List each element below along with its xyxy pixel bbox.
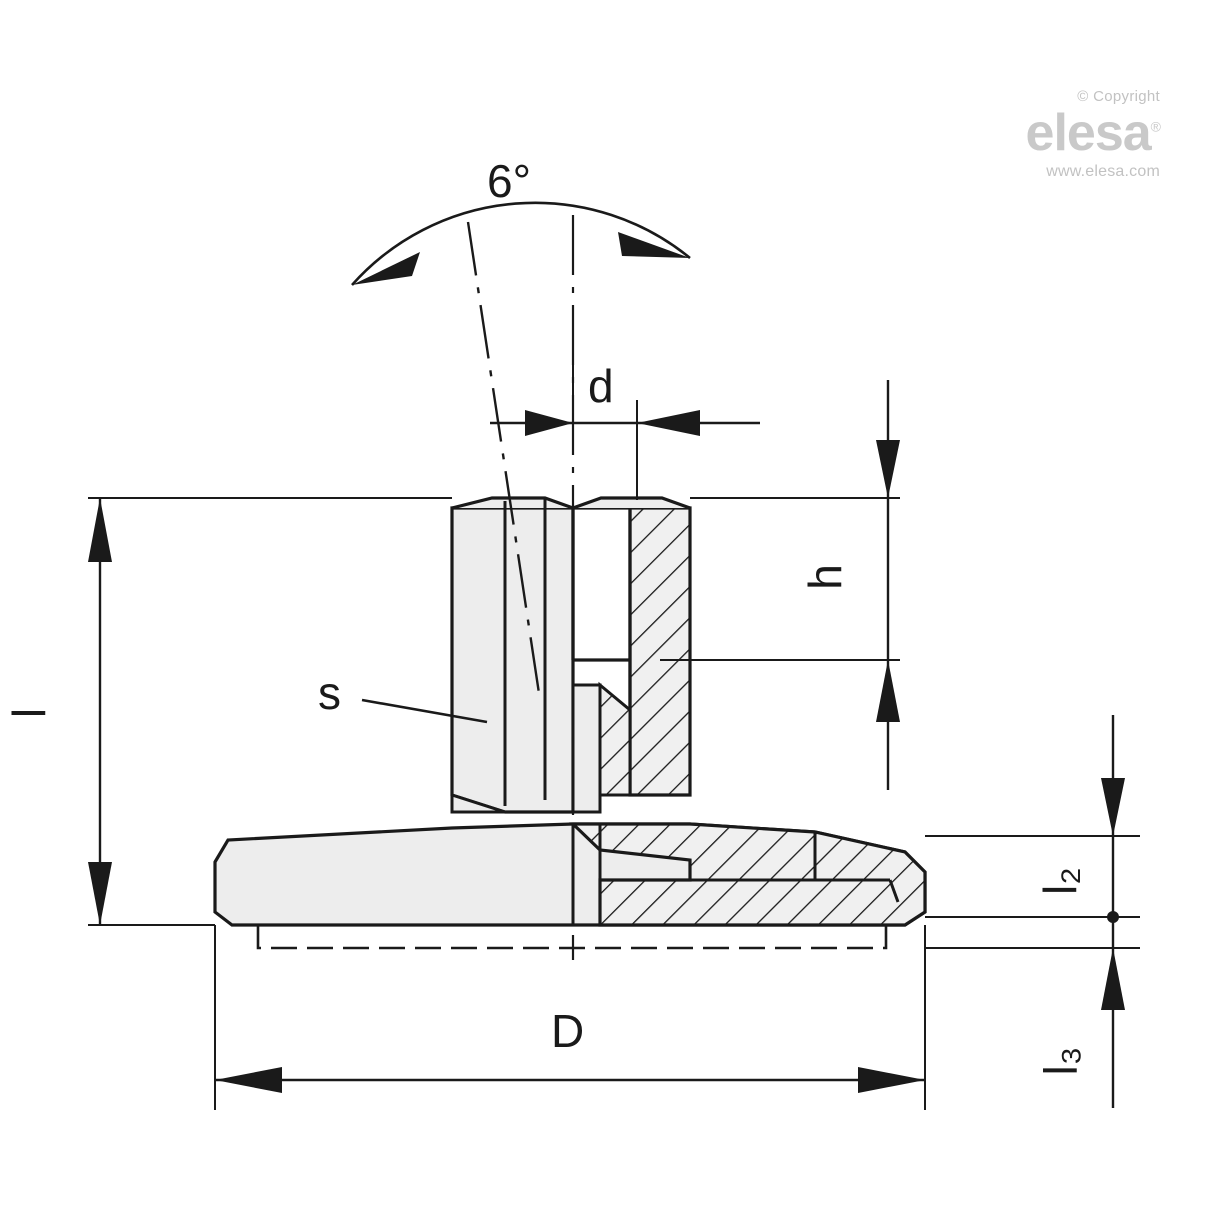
base-recess-edge: [888, 879, 900, 903]
dimension-label-l: l: [3, 707, 56, 719]
dimension-label-l3: l₃: [1034, 1046, 1087, 1076]
D-arrow-left: [215, 1067, 282, 1093]
h-arrow-bottom: [876, 660, 900, 722]
dimension-label-s: s: [318, 667, 341, 719]
d-arrow-right: [637, 410, 700, 436]
l-arrow-bottom: [88, 862, 112, 925]
angle-arc: [351, 201, 691, 286]
D-arrow-right: [858, 1067, 925, 1093]
brand-logo: elesa®: [1025, 104, 1162, 162]
dimension-label-h: h: [798, 564, 851, 590]
registered-mark: ®: [1150, 118, 1161, 135]
dimension-label-l2: l₂: [1034, 866, 1087, 896]
s-leader-line: [361, 698, 488, 724]
stud-left-profile: [450, 506, 575, 814]
angle-arrow-left: [352, 252, 420, 285]
brand-logo-text: elesa: [1025, 104, 1152, 162]
l-arrow-top: [88, 498, 112, 562]
brand-url: www.elesa.com: [1046, 163, 1160, 180]
l3-arrow: [1101, 948, 1125, 1010]
stud-top-right: [572, 496, 691, 510]
dimension-label-D: D: [551, 1005, 585, 1057]
l2-arrow: [1101, 778, 1125, 836]
d-arrow-left: [525, 410, 573, 436]
inner-cone-section: [598, 681, 632, 797]
part-body: [213, 496, 927, 950]
h-arrow-top: [876, 440, 900, 498]
inner-step: [571, 683, 602, 814]
angle-arrow-right: [618, 232, 690, 258]
brand-watermark: © Copyright elesa® www.elesa.com: [1025, 88, 1162, 181]
dimension-label-d: d: [588, 360, 614, 412]
copyright-text: © Copyright: [1077, 88, 1160, 105]
tilt-axis-line: [466, 221, 542, 701]
stud-bottom-left-chamfer: [450, 792, 506, 814]
dimension-label-angle: 6°: [487, 155, 531, 207]
stud-top-left: [451, 496, 574, 510]
